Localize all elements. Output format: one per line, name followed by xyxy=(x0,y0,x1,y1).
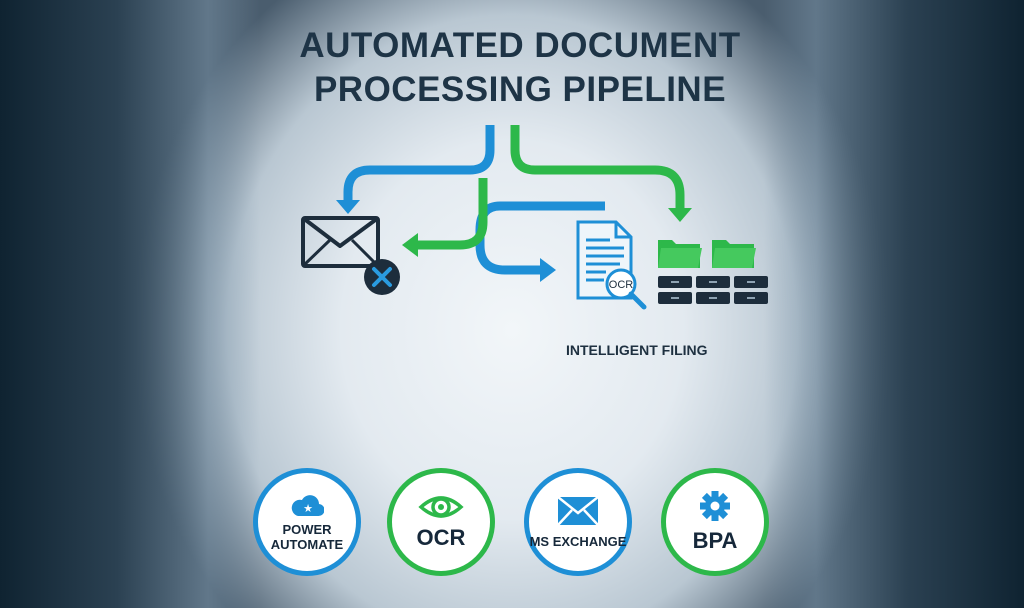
badge-label: OCR xyxy=(416,525,466,550)
arrowhead-green-email xyxy=(402,233,418,257)
badge-label: MS EXCHANGE xyxy=(529,533,627,549)
intelligent-filing-label: INTELLIGENT FILING xyxy=(566,342,708,358)
cloud-icon: ★ xyxy=(291,495,324,517)
envelope-icon xyxy=(301,216,380,268)
badge-label: AUTOMATE xyxy=(270,537,344,552)
arrowhead-blue-ocr xyxy=(540,258,556,282)
badge-label: POWER xyxy=(282,522,332,537)
arrowhead-blue-email xyxy=(336,200,360,214)
page-title: AUTOMATED DOCUMENT PROCESSING PIPELINE xyxy=(0,24,1024,112)
blue-flow-to-email xyxy=(343,125,495,200)
badge-power-automate: ★ POWER AUTOMATE xyxy=(253,468,361,576)
gear-icon xyxy=(700,491,730,521)
magnifier-icon: OCR xyxy=(605,268,647,310)
badge-ms-exchange: MS EXCHANGE xyxy=(524,468,632,576)
rejected-x-icon xyxy=(364,259,400,295)
server-rack-background-left xyxy=(0,0,260,608)
badge-bpa: BPA xyxy=(661,468,769,576)
server-rack-background-right xyxy=(764,0,1024,608)
eye-icon xyxy=(418,496,464,518)
ocr-tag: OCR xyxy=(609,279,634,291)
badge-label: BPA xyxy=(692,528,738,553)
green-flow-to-email xyxy=(418,178,488,250)
file-cabinet-icon xyxy=(658,276,768,304)
title-line-1: AUTOMATED DOCUMENT xyxy=(299,26,741,65)
folder-icon xyxy=(658,240,756,268)
title-line-2: PROCESSING PIPELINE xyxy=(313,70,727,109)
mail-icon xyxy=(557,495,599,526)
green-flow-to-filing xyxy=(510,125,685,208)
svg-text:★: ★ xyxy=(303,503,313,515)
arrowhead-green-filing xyxy=(668,208,692,222)
badge-ocr: OCR xyxy=(387,468,495,576)
